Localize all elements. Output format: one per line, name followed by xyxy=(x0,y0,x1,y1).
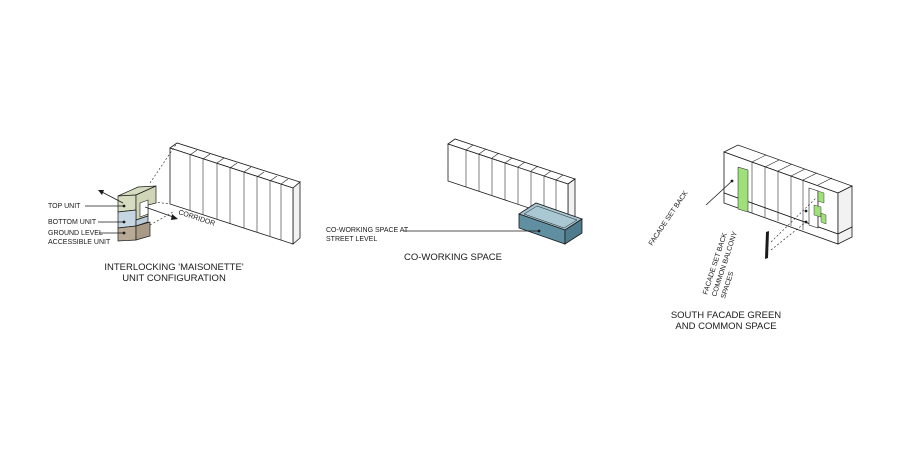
bottom-unit-volume xyxy=(117,209,137,229)
bottom-unit-label: BOTTOM UNIT xyxy=(48,219,97,226)
south-facade-caption-line2: AND COMMON SPACE xyxy=(675,321,776,332)
ground-level-label: GROUND LEVEL xyxy=(48,230,103,237)
projection-line xyxy=(149,142,178,184)
top-unit-arrow xyxy=(99,190,124,204)
green-balcony-strip xyxy=(817,190,825,204)
coworking-building-block xyxy=(447,138,576,222)
coworking-label-line2: STREET LEVEL xyxy=(326,236,377,243)
projection-line xyxy=(149,211,174,226)
corridor-arrow xyxy=(144,206,177,219)
maisonette-caption-line1: INTERLOCKING 'MAISONETTE' xyxy=(104,262,243,273)
facade-setback-leader xyxy=(705,180,733,206)
maisonette-building-block xyxy=(169,142,301,245)
coworking-caption: CO-WORKING SPACE xyxy=(404,252,502,263)
top-unit-label: TOP UNIT xyxy=(48,203,81,210)
maisonette-section xyxy=(117,185,157,242)
coworking-label-line1: CO-WORKING SPACE AT xyxy=(326,227,409,234)
maisonette-diagram: TOP UNIT BOTTOM UNIT GROUND LEVEL ACCESS… xyxy=(48,142,301,284)
facade-setback-label: FACADE SET BACK xyxy=(648,190,690,248)
coworking-diagram: CO-WORKING SPACE AT STREET LEVEL CO-WORK… xyxy=(326,138,583,263)
south-facade-caption-line1: SOUTH FACADE GREEN xyxy=(671,310,781,321)
green-facade-strip xyxy=(737,166,749,213)
coworking-volume xyxy=(518,202,583,245)
accessible-unit-label: ACCESSIBLE UNIT xyxy=(48,239,111,246)
balcony-leader xyxy=(770,197,817,243)
balcony-leader xyxy=(770,221,807,251)
green-balcony-strip xyxy=(820,212,827,225)
ground-unit-volume xyxy=(117,225,137,242)
facade-building-block xyxy=(722,144,854,245)
maisonette-caption-line2: UNIT CONFIGURATION xyxy=(122,273,226,284)
south-facade-diagram: FACADE SET BACK FACADE SET BACK COMMON B… xyxy=(648,144,854,332)
setback-bracket xyxy=(765,231,769,259)
green-balcony-strip xyxy=(813,204,822,218)
